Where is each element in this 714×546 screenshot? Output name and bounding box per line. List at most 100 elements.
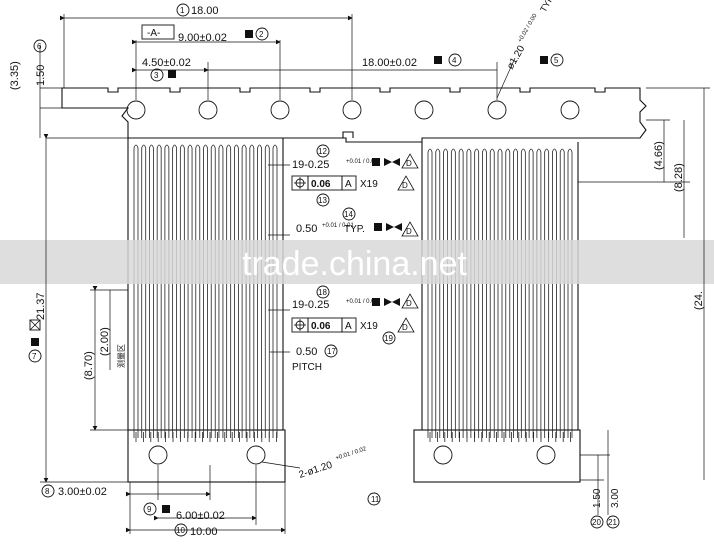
- dim-right-24: (24.: [693, 291, 705, 310]
- bottom-holes: [148, 445, 556, 465]
- svg-text:-A-: -A-: [147, 28, 160, 39]
- left-stiffener: [127, 429, 286, 483]
- svg-text:+0.02 / 0.00: +0.02 / 0.00: [517, 13, 538, 44]
- callout-13: 0.06 A X19 13 D: [291, 175, 415, 207]
- callout-19: 0.06 A X19 19 D: [291, 317, 415, 345]
- dim-bottom-width: 10 10.00: [174, 523, 218, 538]
- dim-right-150: 1.50 20: [590, 488, 604, 529]
- svg-text:0.06: 0.06: [311, 179, 331, 190]
- svg-text:+0.01 / 0.02: +0.01 / 0.02: [335, 446, 368, 462]
- dim-right-300: 3.00 21: [606, 488, 621, 529]
- svg-text:测量区: 测量区: [117, 344, 126, 368]
- callout-17: 0.50 17 PITCH: [292, 344, 338, 373]
- svg-text:TYP.: TYP.: [344, 224, 365, 235]
- svg-text:(4.66): (4.66): [653, 141, 665, 170]
- svg-text:18.00±0.02: 18.00±0.02: [362, 57, 417, 69]
- svg-text:1.50: 1.50: [35, 65, 47, 86]
- dim-bottom-span: 9 6.00±0.02: [143, 502, 225, 522]
- svg-text:7: 7: [32, 352, 37, 361]
- svg-text:19-0.25: 19-0.25: [292, 299, 329, 311]
- svg-text:1: 1: [180, 6, 185, 15]
- svg-text:PITCH: PITCH: [292, 362, 322, 373]
- svg-text:13: 13: [318, 196, 327, 205]
- svg-text:18: 18: [318, 288, 327, 297]
- svg-text:+0.01 / 0.02: +0.01 / 0.02: [346, 299, 379, 305]
- svg-text:D: D: [402, 181, 408, 190]
- dim-hole-span: 9.00±0.02 2: [178, 27, 269, 44]
- dimension-lines: [39, 14, 710, 534]
- svg-text:18.00: 18.00: [191, 5, 219, 17]
- svg-text:4: 4: [452, 56, 457, 65]
- callout-18: 18 19-0.25 +0.01 / 0.02 D: [292, 285, 419, 311]
- outline: [61, 87, 647, 483]
- watermark-band: [0, 240, 714, 284]
- dim-top-offset: (3.35): [9, 61, 21, 90]
- top-holes: [126, 100, 580, 120]
- svg-text:D: D: [406, 299, 412, 308]
- svg-text:ø1.20: ø1.20: [505, 43, 528, 71]
- svg-text:(8.28): (8.28): [673, 163, 685, 192]
- svg-text:D: D: [406, 159, 412, 168]
- svg-text:10.00: 10.00: [190, 526, 218, 538]
- svg-text:17: 17: [327, 347, 336, 356]
- svg-text:+0.01 / 0.02: +0.01 / 0.02: [346, 159, 379, 165]
- svg-text:21.37: 21.37: [35, 292, 47, 320]
- svg-text:14: 14: [344, 210, 353, 219]
- svg-text:2-ø1.20: 2-ø1.20: [298, 460, 335, 481]
- callout-12: 12 19-0.25 +0.01 / 0.02 D: [292, 144, 419, 171]
- dim-left-870: (8.70): [83, 351, 95, 380]
- svg-text:12: 12: [318, 147, 327, 156]
- dim-hole-dia-num: 5: [540, 53, 564, 67]
- svg-text:D: D: [402, 323, 408, 332]
- svg-text:3.00±0.02: 3.00±0.02: [58, 486, 107, 498]
- svg-text:5: 5: [554, 56, 559, 65]
- dim-right-466: (4.66): [653, 141, 665, 170]
- watermark: trade.china.net: [242, 245, 467, 283]
- traces: [133, 144, 573, 442]
- svg-text:+0.01 / 0.01: +0.01 / 0.01: [322, 223, 355, 229]
- svg-text:0.50: 0.50: [296, 223, 317, 235]
- center-tab: [342, 131, 354, 138]
- svg-text:TYP.: TYP.: [538, 0, 556, 14]
- dim-bottom-hole-num: 11: [367, 492, 381, 506]
- svg-text:(24.: (24.: [693, 291, 705, 310]
- dim-first-hole: 4.50±0.02 3: [142, 57, 191, 82]
- svg-text:A: A: [345, 321, 352, 332]
- svg-text:8: 8: [45, 487, 50, 496]
- datum-box: -A-: [141, 24, 175, 40]
- dim-right-828: (8.28): [673, 163, 685, 192]
- svg-text:X19: X19: [360, 179, 378, 190]
- dim-overall-height: 21.37 7: [28, 292, 47, 363]
- right-stiffener: [413, 429, 581, 483]
- svg-text:9: 9: [147, 505, 152, 514]
- dim-left-200: (2.00) 测量区: [99, 327, 126, 368]
- svg-text:2: 2: [259, 30, 264, 39]
- dim-bottom-pitch: 8 3.00±0.02: [41, 484, 107, 498]
- dim-top-width: 1 18.00: [176, 3, 219, 17]
- svg-text:6.00±0.02: 6.00±0.02: [176, 510, 225, 522]
- dim-bar-height: 6 1.50: [33, 39, 47, 86]
- svg-text:(3.35): (3.35): [9, 61, 21, 90]
- callout-14: 14 0.50 +0.01 / 0.01 TYP. D: [296, 207, 419, 237]
- svg-text:19-0.25: 19-0.25: [292, 159, 329, 171]
- svg-text:19: 19: [384, 334, 393, 343]
- svg-text:20: 20: [592, 518, 601, 527]
- svg-text:D: D: [406, 227, 412, 236]
- svg-text:0.06: 0.06: [311, 321, 331, 332]
- svg-text:10: 10: [176, 526, 185, 535]
- svg-text:X19: X19: [360, 321, 378, 332]
- svg-text:1.50: 1.50: [592, 488, 603, 508]
- svg-text:6: 6: [37, 42, 42, 51]
- svg-text:(8.70): (8.70): [83, 351, 95, 380]
- svg-text:3: 3: [154, 71, 159, 80]
- svg-text:0.50: 0.50: [296, 346, 317, 358]
- right-flex-body: [421, 142, 579, 430]
- svg-text:(2.00): (2.00): [99, 327, 111, 356]
- dim-right-span: 18.00±0.02 4: [362, 53, 462, 69]
- dim-bottom-hole: 2-ø1.20 +0.01 / 0.02: [298, 446, 368, 481]
- dim-hole-dia: ø1.20 +0.02 / 0.00 TYP.: [505, 0, 556, 72]
- svg-text:9.00±0.02: 9.00±0.02: [178, 32, 227, 44]
- svg-text:21: 21: [608, 518, 617, 527]
- svg-text:3.00: 3.00: [610, 488, 621, 508]
